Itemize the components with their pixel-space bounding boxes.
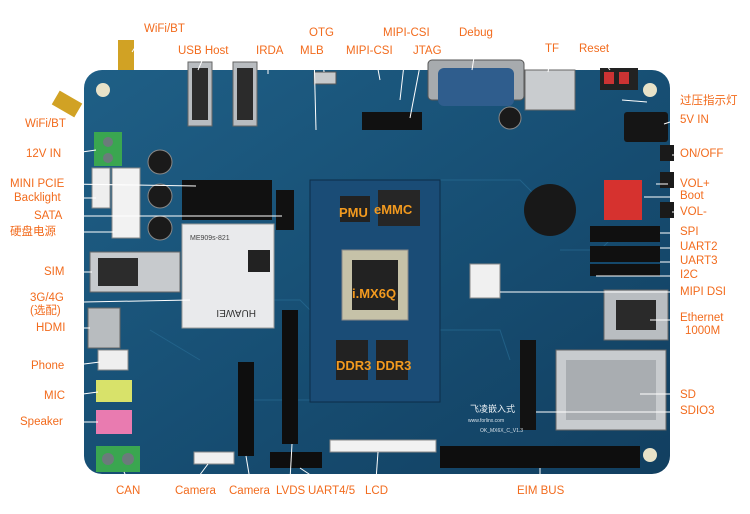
label-otg: OTG bbox=[309, 27, 334, 39]
label-ethernet: Ethernet bbox=[680, 312, 724, 324]
label-vol-plus: VOL+ bbox=[680, 178, 710, 190]
chip-label-emmc: eMMC bbox=[374, 202, 413, 217]
label-vol-minus: VOL- bbox=[680, 206, 707, 218]
ddr3-chip-a bbox=[336, 340, 368, 380]
lcd-connector bbox=[329, 439, 437, 453]
label-hdmi: HDMI bbox=[36, 322, 66, 334]
label-uart45: UART4/5 bbox=[308, 485, 356, 497]
label-on-off: ON/OFF bbox=[680, 148, 724, 160]
label-wifi-bt-left: WiFi/BT bbox=[25, 118, 66, 130]
coin-battery-holder bbox=[524, 184, 576, 236]
label-12v-in: 12V IN bbox=[26, 148, 62, 160]
label-hard-disk-power: 硬盘电源 bbox=[10, 226, 56, 238]
module-brand: HUAWEI bbox=[216, 307, 256, 318]
antenna-connector-top bbox=[118, 40, 134, 70]
leader-lines bbox=[61, 27, 677, 481]
label-boot: Boot bbox=[680, 190, 704, 202]
label-3g4g: 3G/4G bbox=[30, 292, 64, 304]
label-mipi-csi-2: MIPI-CSI bbox=[346, 45, 393, 57]
label-uart2: UART2 bbox=[680, 241, 718, 253]
emmc-chip bbox=[378, 190, 420, 226]
camera-connector bbox=[193, 451, 235, 465]
label-mini-pcie: MINI PCIE bbox=[10, 178, 65, 190]
label-i2c: I2C bbox=[680, 269, 698, 281]
label-uart3: UART3 bbox=[680, 255, 718, 267]
label-spi: SPI bbox=[680, 226, 699, 238]
eim-bus-header bbox=[440, 446, 640, 468]
label-sd: SD bbox=[680, 389, 696, 401]
antenna-connector-left bbox=[51, 90, 83, 118]
label-mipi-csi-1: MIPI-CSI bbox=[383, 27, 430, 39]
power-jack bbox=[624, 112, 668, 142]
side-buttons bbox=[660, 145, 674, 218]
label-eim-bus: EIM BUS bbox=[517, 485, 565, 497]
label-camera-left: Camera bbox=[175, 485, 216, 497]
module-model: ME909s-821 bbox=[190, 235, 230, 242]
chip-label-ddr3-a: DDR3 bbox=[336, 358, 372, 373]
label-ethernet-speed: 1000M bbox=[685, 325, 721, 337]
label-mlb: MLB bbox=[300, 45, 324, 57]
chip-label-ddr3-b: DDR3 bbox=[376, 358, 412, 373]
label-3g4g-optional: (选配) bbox=[30, 305, 61, 317]
lvds-header bbox=[282, 310, 298, 444]
jtag-header bbox=[362, 112, 422, 130]
label-lvds: LVDS bbox=[276, 485, 306, 497]
label-usb-host: USB Host bbox=[178, 45, 229, 57]
label-can: CAN bbox=[116, 485, 141, 497]
mic-jack bbox=[96, 380, 132, 402]
boot-dip-switch bbox=[604, 180, 642, 220]
capacitors bbox=[147, 106, 522, 241]
right-headers bbox=[590, 226, 660, 276]
label-camera-right: Camera bbox=[229, 485, 270, 497]
mini-pcie-slot bbox=[182, 180, 272, 220]
label-mipi-dsi: MIPI DSI bbox=[680, 286, 727, 298]
label-wifi-bt-top: WiFi/BT bbox=[144, 23, 185, 35]
hdmi-connector bbox=[87, 307, 121, 349]
label-overvoltage-led: 过压指示灯 bbox=[680, 95, 738, 107]
label-reset: Reset bbox=[579, 43, 610, 55]
label-lcd: LCD bbox=[365, 485, 389, 497]
brand-logo: 飞凌嵌入式 bbox=[470, 403, 515, 414]
label-debug: Debug bbox=[459, 27, 493, 39]
label-5v-in: 5V IN bbox=[680, 114, 709, 126]
tf-slot bbox=[524, 69, 576, 111]
sata-connector bbox=[276, 190, 294, 230]
label-tf: TF bbox=[545, 43, 560, 55]
label-sdio3: SDIO3 bbox=[680, 405, 715, 417]
label-mic: MIC bbox=[44, 390, 66, 402]
label-speaker: Speaker bbox=[20, 416, 63, 428]
speaker-jack bbox=[96, 410, 132, 434]
chip-label-soc: i.MX6Q bbox=[352, 286, 397, 301]
modem-module bbox=[181, 223, 275, 329]
pmu-chip bbox=[340, 196, 370, 222]
label-irda: IRDA bbox=[256, 45, 284, 57]
brand-site: www.forlinx.com bbox=[468, 418, 504, 424]
label-sim: SIM bbox=[44, 266, 65, 278]
ddr3-chip-b bbox=[376, 340, 408, 380]
sdio-header bbox=[520, 340, 536, 430]
otg-connector bbox=[313, 71, 337, 85]
board-id: OK_MX6X_C_V1.3 bbox=[480, 428, 523, 434]
label-jtag: JTAG bbox=[413, 45, 442, 57]
label-sata: SATA bbox=[34, 210, 63, 222]
label-backlight: Backlight bbox=[14, 192, 61, 204]
chip-label-pmu: PMU bbox=[339, 205, 368, 220]
label-phone: Phone bbox=[31, 360, 65, 372]
